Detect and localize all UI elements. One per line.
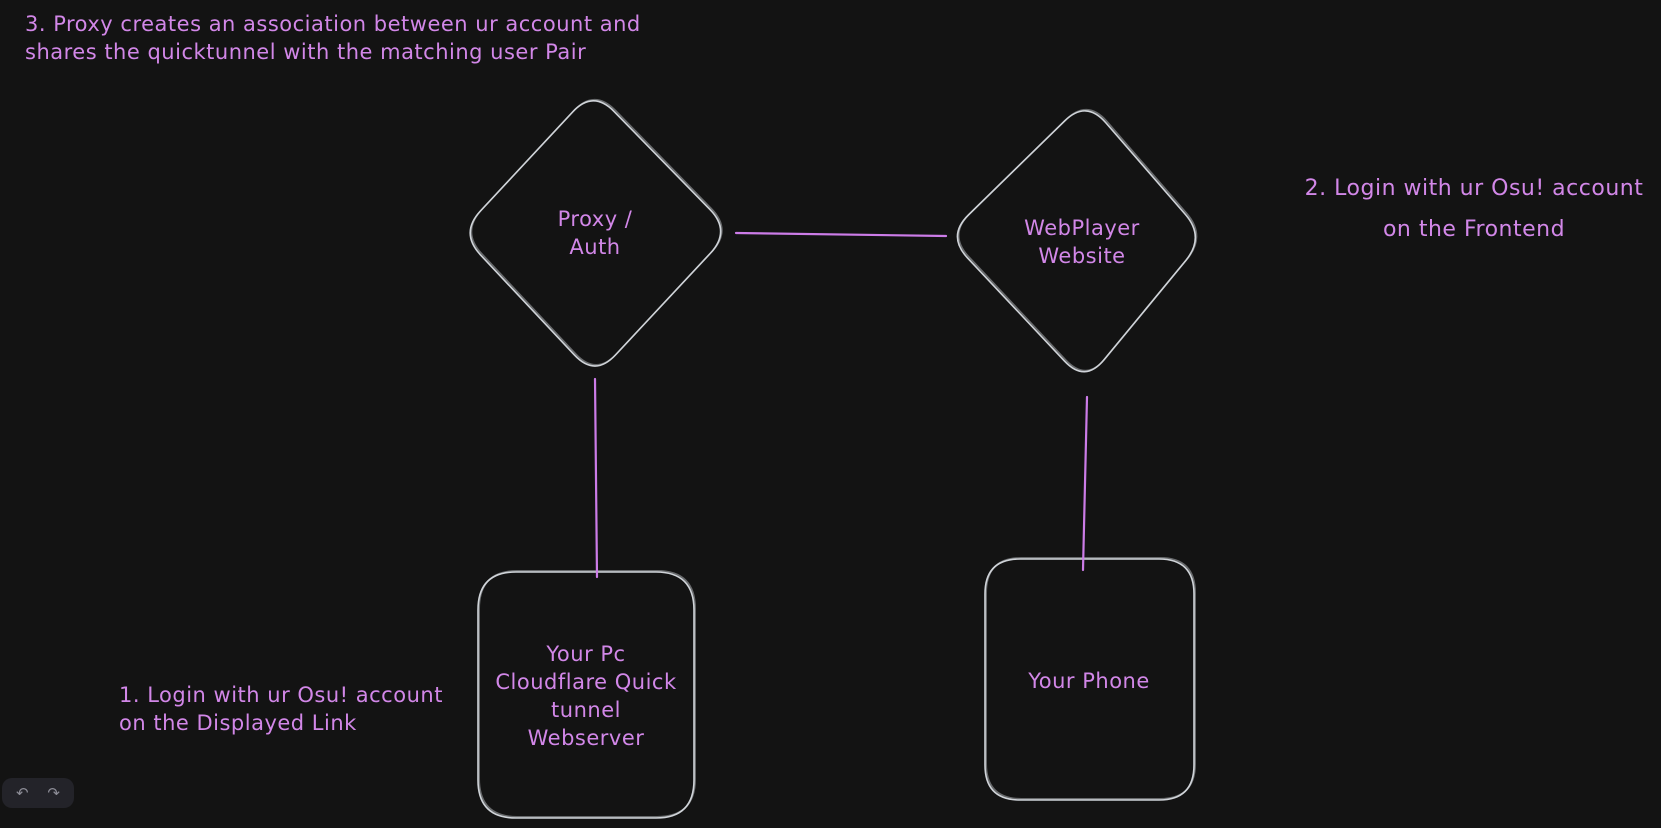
node-proxy-auth-shape[interactable] [469,98,723,367]
undo-button[interactable]: ↶ [11,782,33,804]
node-your-phone-stroke [984,558,1195,801]
node-webplayer-website-shape[interactable] [956,108,1198,373]
caption-step-1[interactable]: 1. Login with ur Osu! account on the Dis… [119,683,443,735]
undo-redo-island: ↶ ↷ [2,778,74,808]
node-webplayer-website-stroke [956,110,1197,373]
undo-icon: ↶ [16,784,29,802]
connector-webplayer-to-your-phone[interactable] [1081,395,1089,572]
node-your-pc-webserver-shape[interactable] [477,569,697,819]
redo-button[interactable]: ↷ [43,782,65,804]
node-your-phone-label[interactable]: Your Phone [1028,669,1150,693]
node-your-pc-webserver-stroke [477,571,695,819]
node-your-phone-shape[interactable] [984,556,1197,801]
redo-icon: ↷ [47,784,60,802]
connector-proxy-to-your-pc[interactable] [593,377,599,579]
node-your-pc-webserver-label[interactable]: Your Pc Cloudflare Quick tunnel Webserve… [495,642,677,750]
node-webplayer-website-label[interactable]: WebPlayer Website [1024,216,1140,268]
connector-proxy-to-webplayer[interactable] [734,231,948,238]
node-proxy-auth-label[interactable]: Proxy / Auth [557,207,633,259]
caption-step-3[interactable]: 3. Proxy creates an association between … [25,12,641,64]
node-proxy-auth-stroke [469,100,722,367]
caption-step-2[interactable]: 2. Login with ur Osu! account on the Fro… [1304,176,1644,242]
node-your-phone-sketch-stroke [985,556,1197,800]
